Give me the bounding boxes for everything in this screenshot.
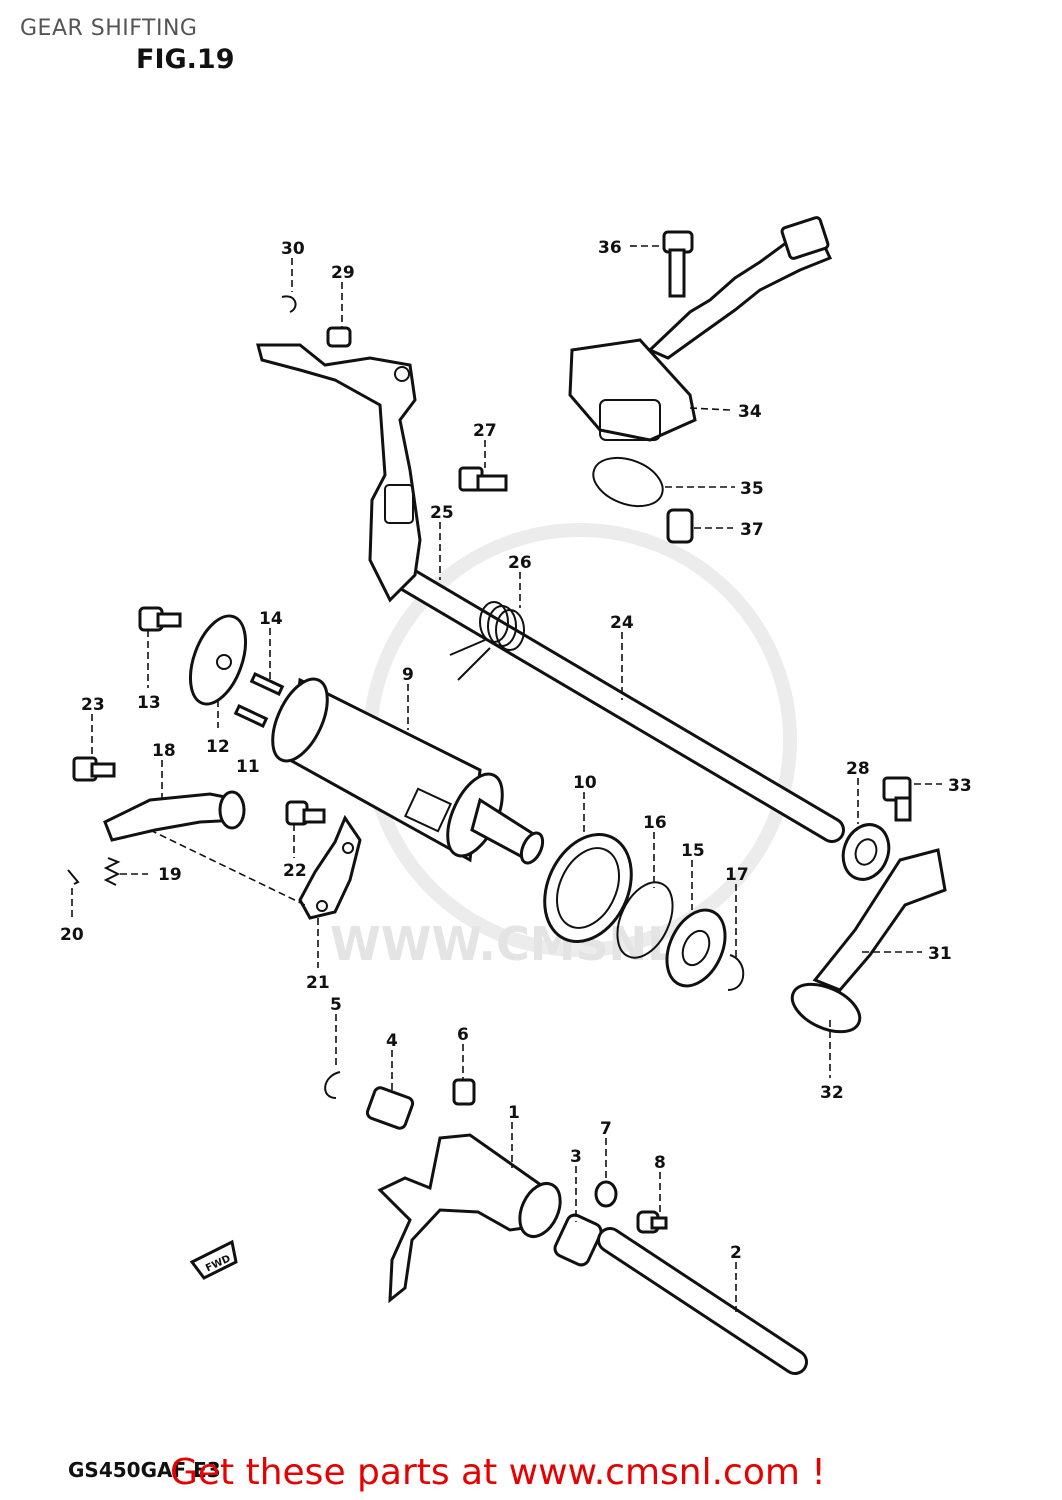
return-spring[interactable] <box>449 601 525 681</box>
callout-15: 15 <box>681 841 705 861</box>
bolt-22[interactable] <box>285 800 326 826</box>
callout-12: 12 <box>206 737 230 757</box>
screw-8[interactable] <box>636 1210 668 1234</box>
callout-19: 19 <box>158 865 182 885</box>
callout-5: 5 <box>330 995 342 1015</box>
bolt-13[interactable] <box>138 606 182 632</box>
callout-30: 30 <box>281 239 305 259</box>
oil-seal[interactable] <box>836 818 896 886</box>
forward-direction-badge: FWD <box>189 1239 238 1280</box>
model-code: GS450GAF E3 <box>68 1458 221 1482</box>
gear-shift-cam[interactable] <box>261 671 546 866</box>
callout-2: 2 <box>730 1243 742 1263</box>
stopper-spring[interactable] <box>103 857 121 886</box>
callout-14: 14 <box>259 609 283 629</box>
cam-stopper-arm[interactable] <box>103 790 246 842</box>
callout-7: 7 <box>600 1119 612 1139</box>
neutral-switch[interactable] <box>568 216 833 442</box>
callout-29: 29 <box>331 263 355 283</box>
shop-link-banner[interactable]: Get these parts at www.cmsnl.com ! <box>170 1452 826 1493</box>
callout-1: 1 <box>508 1103 520 1123</box>
callout-9: 9 <box>402 665 414 685</box>
circlip-16[interactable] <box>606 874 683 967</box>
gear-shift-fork[interactable] <box>377 1133 568 1304</box>
cam-pins[interactable] <box>233 672 285 728</box>
callout-24: 24 <box>610 613 634 633</box>
gear-shift-shaft[interactable] <box>387 562 845 843</box>
roller-4[interactable] <box>365 1086 415 1130</box>
callout-6: 6 <box>457 1025 469 1045</box>
pin-6[interactable] <box>452 1078 476 1106</box>
callout-18: 18 <box>152 741 176 761</box>
fork-shaft[interactable] <box>597 1227 808 1375</box>
cam-guide-plate[interactable] <box>298 814 362 920</box>
callout-8: 8 <box>654 1153 666 1173</box>
stopper-plate[interactable] <box>180 609 257 712</box>
bolt-36[interactable] <box>662 230 694 298</box>
section-title: GEAR SHIFTING <box>20 16 198 41</box>
gear-shift-lever[interactable] <box>785 848 947 1041</box>
shift-arm-plate[interactable] <box>256 343 422 603</box>
callout-17: 17 <box>725 865 749 885</box>
spacer-3[interactable] <box>552 1212 603 1267</box>
clip-30[interactable] <box>281 295 297 313</box>
callout-31: 31 <box>928 944 952 964</box>
callout-35: 35 <box>740 479 764 499</box>
bolt-33[interactable] <box>882 776 912 822</box>
callout-11: 11 <box>236 757 260 777</box>
callout-21: 21 <box>306 973 330 993</box>
callout-26: 26 <box>508 553 532 573</box>
figure-label: FIG.19 <box>136 44 235 75</box>
callout-20: 20 <box>60 925 84 945</box>
pin-37[interactable] <box>666 508 694 544</box>
washer-7[interactable] <box>594 1180 618 1208</box>
circlip-17[interactable] <box>727 954 745 991</box>
bearing-15[interactable] <box>656 901 737 995</box>
callout-28: 28 <box>846 759 870 779</box>
callout-25: 25 <box>430 503 454 523</box>
callout-4: 4 <box>386 1031 398 1051</box>
callout-23: 23 <box>81 695 105 715</box>
callout-37: 37 <box>740 520 764 540</box>
o-ring-35[interactable] <box>587 449 670 515</box>
bolt-23[interactable] <box>72 756 116 782</box>
cam-bearing[interactable] <box>528 820 648 955</box>
clip-5[interactable] <box>324 1071 341 1099</box>
callout-22: 22 <box>283 861 307 881</box>
callout-32: 32 <box>820 1083 844 1103</box>
callout-13: 13 <box>137 693 161 713</box>
callout-labels: 1 2 3 4 5 6 7 8 9 10 11 12 13 14 15 16 1… <box>60 238 972 1263</box>
callout-33: 33 <box>948 776 972 796</box>
callout-16: 16 <box>643 813 667 833</box>
watermark-text: WWW.CMSNL. <box>330 917 694 971</box>
callout-34: 34 <box>738 402 762 422</box>
spring-29[interactable] <box>326 326 352 348</box>
washer-20[interactable] <box>67 869 80 885</box>
leader-lines <box>71 245 942 1312</box>
bolt-27[interactable] <box>458 466 508 492</box>
callout-3: 3 <box>570 1147 582 1167</box>
callout-36: 36 <box>598 238 622 258</box>
callout-27: 27 <box>473 421 497 441</box>
callout-10: 10 <box>573 773 597 793</box>
